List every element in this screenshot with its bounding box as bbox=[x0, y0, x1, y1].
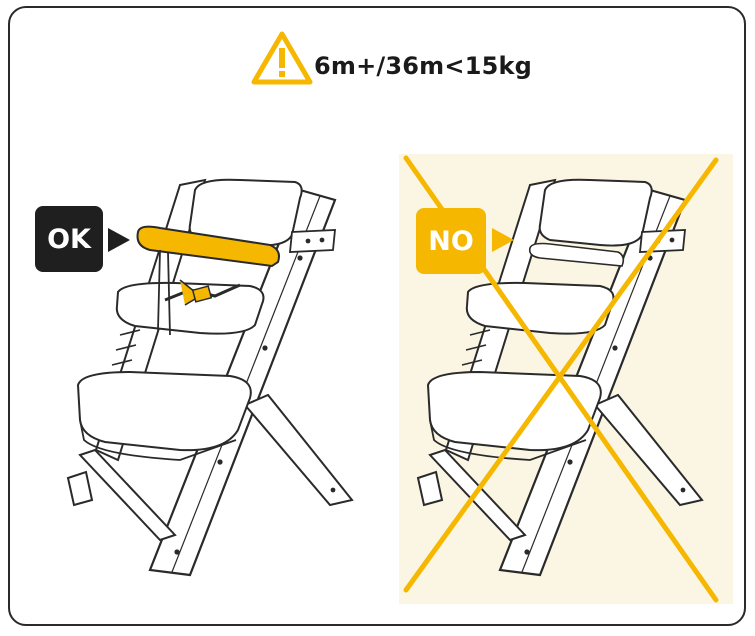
ok-badge-label: OK bbox=[47, 223, 91, 255]
illustration-frame bbox=[8, 6, 746, 626]
header: 6m+/36m<15kg bbox=[250, 30, 532, 86]
warning-triangle-icon bbox=[251, 31, 313, 85]
chair-without-safety-bar bbox=[416, 178, 704, 577]
no-pointer-arrow bbox=[492, 228, 514, 252]
safety-bar-highlight bbox=[136, 225, 280, 268]
warning-icon-slot bbox=[250, 30, 310, 86]
ok-pointer-arrow bbox=[108, 228, 130, 252]
chair-with-safety-bar bbox=[66, 178, 354, 577]
no-badge-label: NO bbox=[428, 225, 474, 257]
ok-badge: OK bbox=[35, 206, 103, 272]
age-weight-spec: 6m+/36m<15kg bbox=[314, 52, 533, 80]
no-badge: NO bbox=[416, 208, 486, 274]
